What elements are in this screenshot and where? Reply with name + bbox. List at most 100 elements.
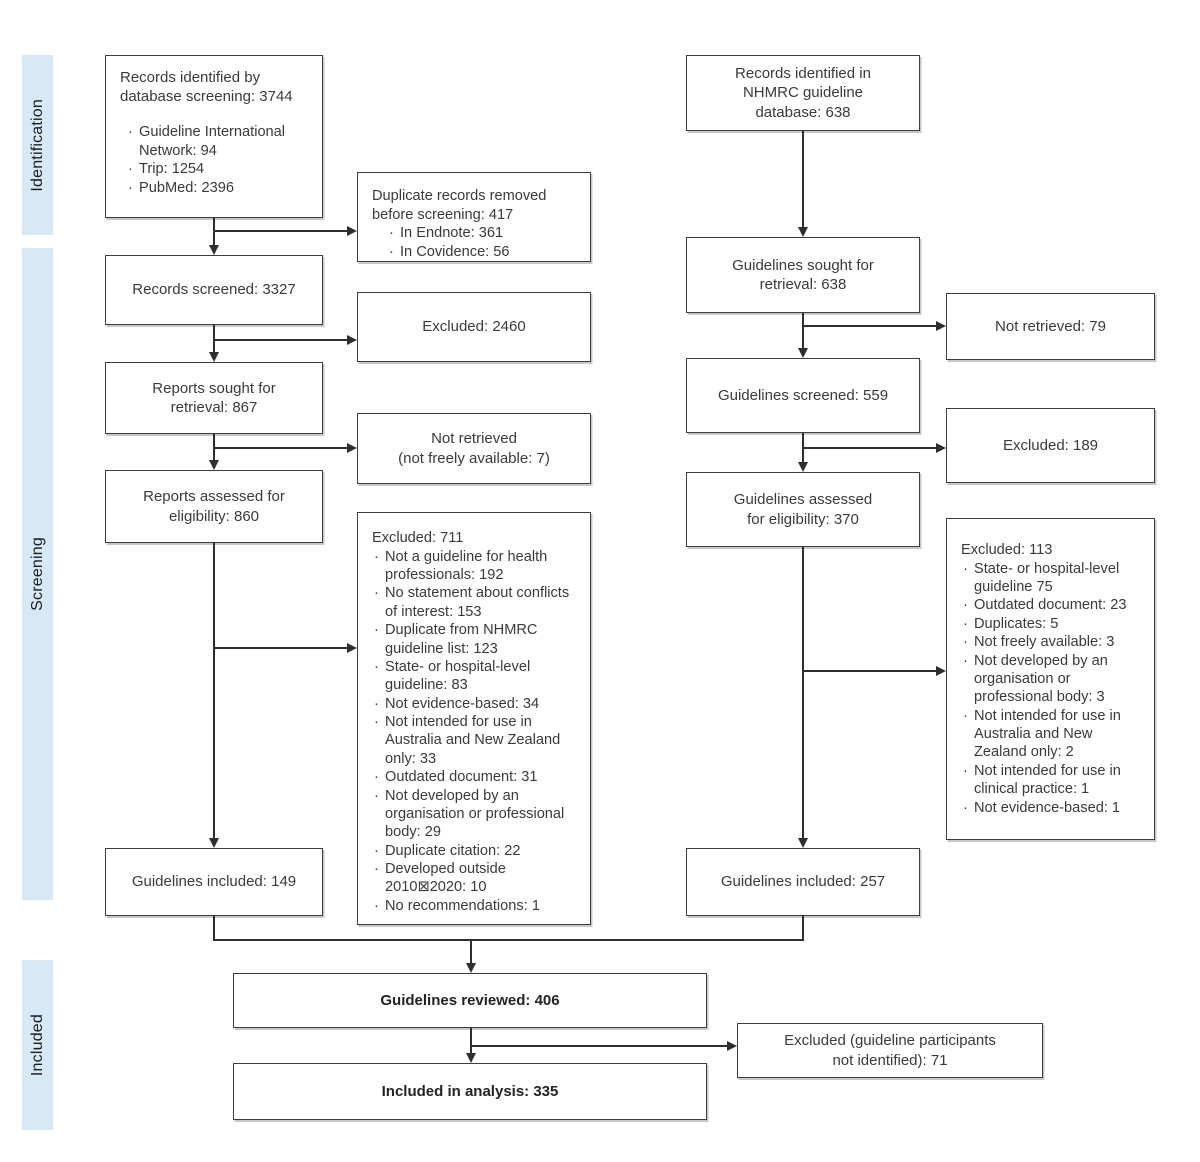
arrowhead-right-icon — [347, 225, 357, 236]
box-title: Guidelines reviewed: 406 — [380, 991, 560, 1009]
bullet-glyph: · — [374, 548, 379, 565]
bullet-glyph: · — [374, 861, 379, 878]
arrowhead-down-icon — [797, 462, 808, 472]
stage-label-included: Included — [28, 1013, 46, 1077]
stage-label-screening: Screening — [28, 537, 46, 611]
box-title: Records identified in NHMRC guideline da… — [735, 65, 871, 121]
flow-line — [213, 543, 215, 838]
flow-line — [803, 447, 936, 449]
flow-line — [214, 647, 347, 649]
list-item: ·In Endnote: 361 — [389, 225, 504, 242]
list-item: ·Developed outside 2010⊠2020: 10 — [374, 861, 506, 896]
box-title: Not retrieved: 79 — [995, 317, 1106, 335]
box-title: Excluded: 189 — [1002, 436, 1099, 454]
box-title: Reports assessed for eligibility: 860 — [143, 488, 285, 525]
box-title: Guidelines assessed for eligibility: 370 — [733, 491, 873, 528]
box-title: Records identified by database screening… — [120, 69, 293, 106]
list-item: ·Outdated document: 23 — [963, 597, 1127, 614]
bullet-glyph: · — [128, 124, 133, 141]
box-records-screened: Records screened: 3327 — [105, 255, 323, 325]
arrowhead-down-icon — [797, 838, 808, 848]
list-item: ·Not a guideline for health professional… — [374, 548, 548, 584]
box-items: ·Guideline International Network: 94·Tri… — [126, 123, 308, 197]
box-excluded-113: Excluded: 113 ·State- or hospital-level … — [946, 518, 1155, 840]
list-item: ·No recommendations: 1 — [374, 897, 540, 914]
bullet-glyph: · — [963, 615, 968, 632]
box-included-analysis: Included in analysis: 335 — [233, 1063, 707, 1120]
box-title: Included in analysis: 335 — [381, 1082, 559, 1100]
arrowhead-right-icon — [347, 334, 357, 345]
flow-line — [214, 447, 347, 449]
box-items: ·In Endnote: 361·In Covidence: 56 — [387, 224, 576, 261]
list-item: ·State- or hospital-level guideline: 83 — [374, 658, 531, 694]
box-excluded-711: Excluded: 711 ·Not a guideline for healt… — [357, 512, 591, 925]
box-title: Guidelines included: 257 — [720, 873, 886, 891]
list-item: ·State- or hospital-level guideline 75 — [963, 560, 1120, 596]
box-guidelines-included-257: Guidelines included: 257 — [686, 848, 920, 916]
box-guidelines-screened: Guidelines screened: 559 — [686, 358, 920, 433]
arrowhead-right-icon — [347, 442, 357, 453]
box-guidelines-reviewed: Guidelines reviewed: 406 — [233, 973, 707, 1028]
bullet-glyph: · — [374, 714, 379, 731]
list-item: ·Not intended for use in clinical practi… — [963, 762, 1121, 798]
arrowhead-down-icon — [208, 460, 219, 470]
list-item: ·Duplicate citation: 22 — [374, 842, 521, 859]
stage-bar-included: Included — [22, 960, 53, 1130]
arrowhead-right-icon — [727, 1040, 737, 1051]
box-title: Reports sought for retrieval: 867 — [152, 379, 276, 416]
arrowhead-right-icon — [936, 320, 946, 331]
flow-line — [470, 1028, 472, 1053]
arrowhead-right-icon — [347, 642, 357, 653]
bullet-glyph: · — [963, 762, 968, 779]
box-title: Guidelines included: 149 — [131, 873, 297, 891]
flow-line — [802, 547, 804, 838]
box-title: Excluded: 711 — [372, 530, 464, 546]
list-item: ·Duplicates: 5 — [963, 615, 1059, 632]
list-item: ·Not intended for use in Australia and N… — [374, 714, 561, 767]
arrowhead-right-icon — [936, 665, 946, 676]
list-item: ·Not developed by an organisation or pro… — [374, 787, 565, 841]
arrowhead-down-icon — [208, 838, 219, 848]
box-title: Duplicate records removed before screeni… — [372, 188, 547, 223]
bullet-glyph: · — [374, 695, 379, 712]
box-items: ·Not a guideline for health professional… — [372, 548, 576, 916]
box-not-retrieved-79: Not retrieved: 79 — [946, 293, 1155, 360]
box-records-identified-database: Records identified by database screening… — [105, 55, 323, 218]
box-not-retrieved-freely: Not retrieved (not freely available: 7) — [357, 413, 591, 484]
flow-line — [803, 670, 936, 672]
bullet-glyph: · — [963, 634, 968, 651]
bullet-glyph: · — [374, 842, 379, 859]
arrowhead-down-icon — [797, 348, 808, 358]
bullet-glyph: · — [128, 179, 133, 196]
bullet-glyph: · — [963, 560, 968, 577]
box-nhmrc-records: Records identified in NHMRC guideline da… — [686, 55, 920, 131]
box-guidelines-included-149: Guidelines included: 149 — [105, 848, 323, 916]
box-duplicates-removed: Duplicate records removed before screeni… — [357, 172, 591, 262]
list-item: ·Not intended for use in Australia and N… — [963, 707, 1121, 761]
bullet-glyph: · — [374, 897, 379, 914]
list-item: ·Not evidence-based: 1 — [963, 799, 1121, 816]
box-guidelines-assessed: Guidelines assessed for eligibility: 370 — [686, 472, 920, 547]
box-guidelines-sought: Guidelines sought for retrieval: 638 — [686, 237, 920, 313]
list-item: ·Trip: 1254 — [128, 161, 205, 178]
flow-line — [213, 325, 215, 352]
arrowhead-down-icon — [208, 245, 219, 255]
list-item: ·Not freely available: 3 — [963, 634, 1115, 651]
flow-line — [802, 916, 804, 941]
flow-line — [802, 313, 804, 348]
bullet-glyph: · — [374, 585, 379, 602]
bullet-glyph: · — [963, 652, 968, 669]
list-item: ·Not developed by an organisation or pro… — [963, 652, 1108, 706]
box-title: Guidelines screened: 559 — [717, 386, 889, 404]
box-title: Excluded: 2460 — [422, 318, 526, 336]
bullet-glyph: · — [963, 597, 968, 614]
box-reports-sought: Reports sought for retrieval: 867 — [105, 362, 323, 434]
stage-bar-screening: Screening — [22, 248, 53, 900]
box-title: Records screened: 3327 — [132, 281, 296, 299]
stage-bar-identification: Identification — [22, 55, 53, 235]
bullet-glyph: · — [963, 799, 968, 816]
bullet-glyph: · — [374, 769, 379, 786]
box-excluded-2460: Excluded: 2460 — [357, 292, 591, 362]
list-item: ·Outdated document: 31 — [374, 769, 538, 786]
flow-line — [470, 940, 472, 963]
